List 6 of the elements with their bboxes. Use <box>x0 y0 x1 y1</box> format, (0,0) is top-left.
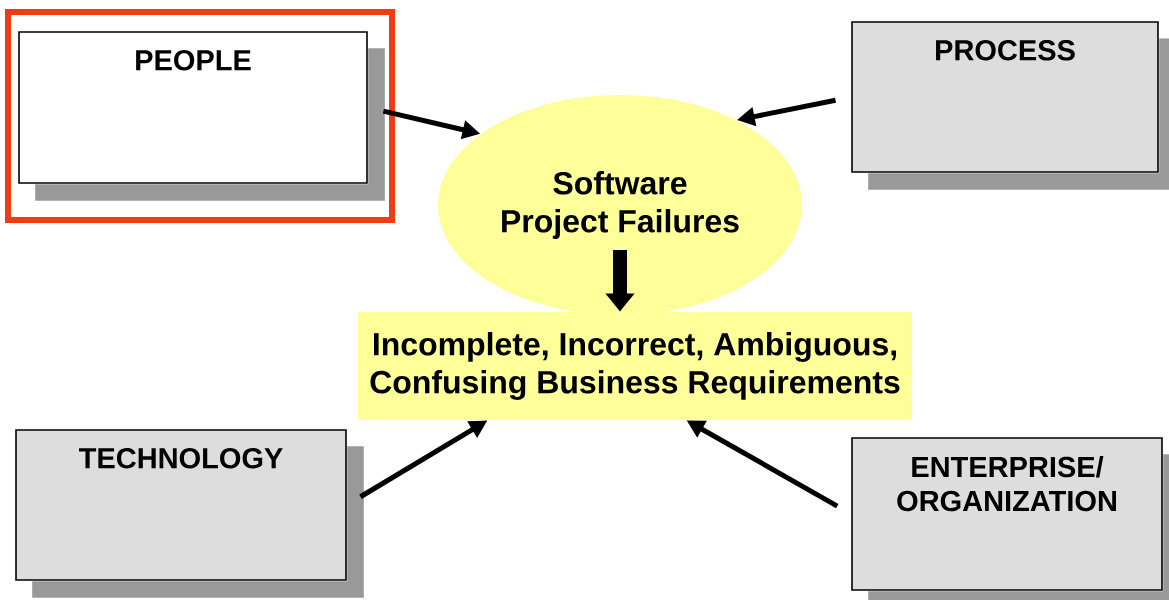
category-box: TECHNOLOGY <box>15 429 364 598</box>
category-box: ENTERPRISE/ ORGANIZATION <box>851 437 1169 600</box>
requirements-box: Incomplete, Incorrect, Ambiguous, Confusing Business Requirements <box>358 312 912 420</box>
category-box: PEOPLE <box>18 31 385 201</box>
highlight-frame <box>5 9 395 223</box>
category-box: PROCESS <box>851 21 1169 190</box>
